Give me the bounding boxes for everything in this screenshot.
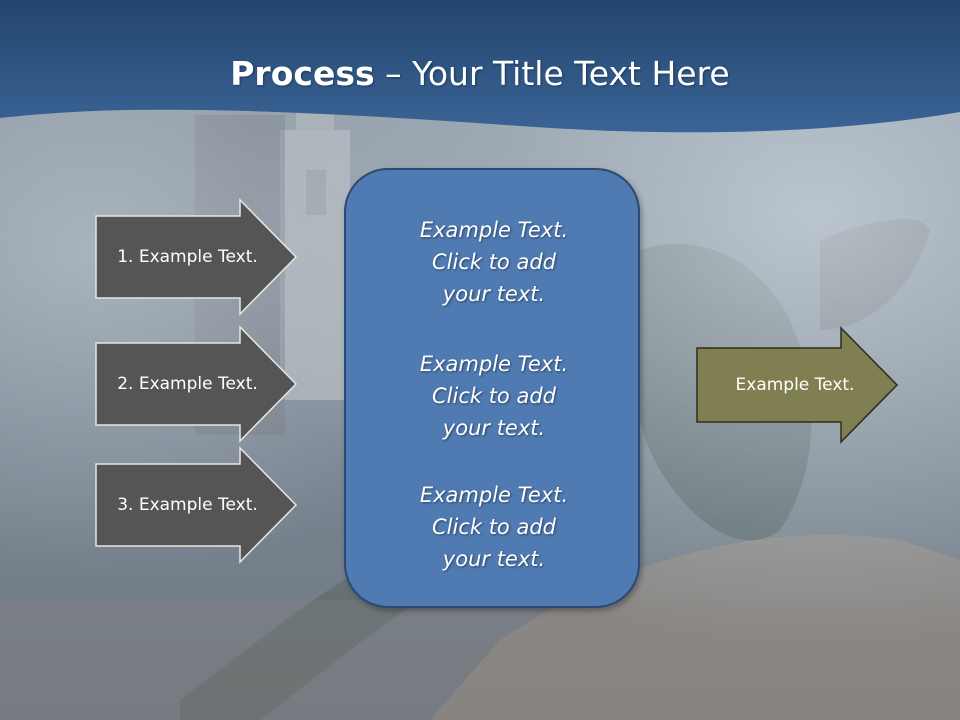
input-arrow-label: 2. Example Text. — [117, 374, 258, 394]
arrow-right-icon — [696, 326, 899, 444]
process-text-block-1[interactable]: Example Text. Click to add your text. — [346, 214, 642, 310]
slide-title: Process – Your Title Text Here — [0, 52, 960, 96]
input-arrow-3[interactable]: 3. Example Text. — [94, 446, 299, 564]
input-arrow-1[interactable]: 1. Example Text. — [94, 198, 299, 316]
process-text-line: Example Text. — [419, 218, 569, 242]
input-arrow-label: 1. Example Text. — [117, 247, 258, 267]
process-text-line: your text. — [442, 547, 546, 571]
header-band — [0, 0, 960, 133]
arrow-right-icon — [95, 325, 298, 443]
process-text-line: your text. — [442, 282, 546, 306]
process-text-line: Example Text. — [419, 352, 569, 376]
input-arrow-label: 3. Example Text. — [117, 495, 258, 515]
input-arrow-2[interactable]: 2. Example Text. — [94, 325, 299, 443]
process-text-line: Example Text. — [419, 483, 569, 507]
arrow-right-icon — [95, 198, 298, 316]
process-text-line: Click to add — [431, 384, 556, 408]
title-bold: Process — [230, 54, 375, 93]
title-rest: – Your Title Text Here — [374, 54, 730, 93]
process-text-line: Click to add — [431, 515, 556, 539]
process-box[interactable]: Example Text. Click to add your text. Ex… — [344, 168, 640, 608]
process-text-block-3[interactable]: Example Text. Click to add your text. — [346, 479, 642, 575]
process-text-line: Click to add — [431, 250, 556, 274]
arrow-right-icon — [95, 446, 298, 564]
process-text-line: your text. — [442, 416, 546, 440]
process-text-block-2[interactable]: Example Text. Click to add your text. — [346, 348, 642, 444]
output-arrow-label: Example Text. — [735, 375, 855, 395]
output-arrow[interactable]: Example Text. — [695, 326, 900, 444]
